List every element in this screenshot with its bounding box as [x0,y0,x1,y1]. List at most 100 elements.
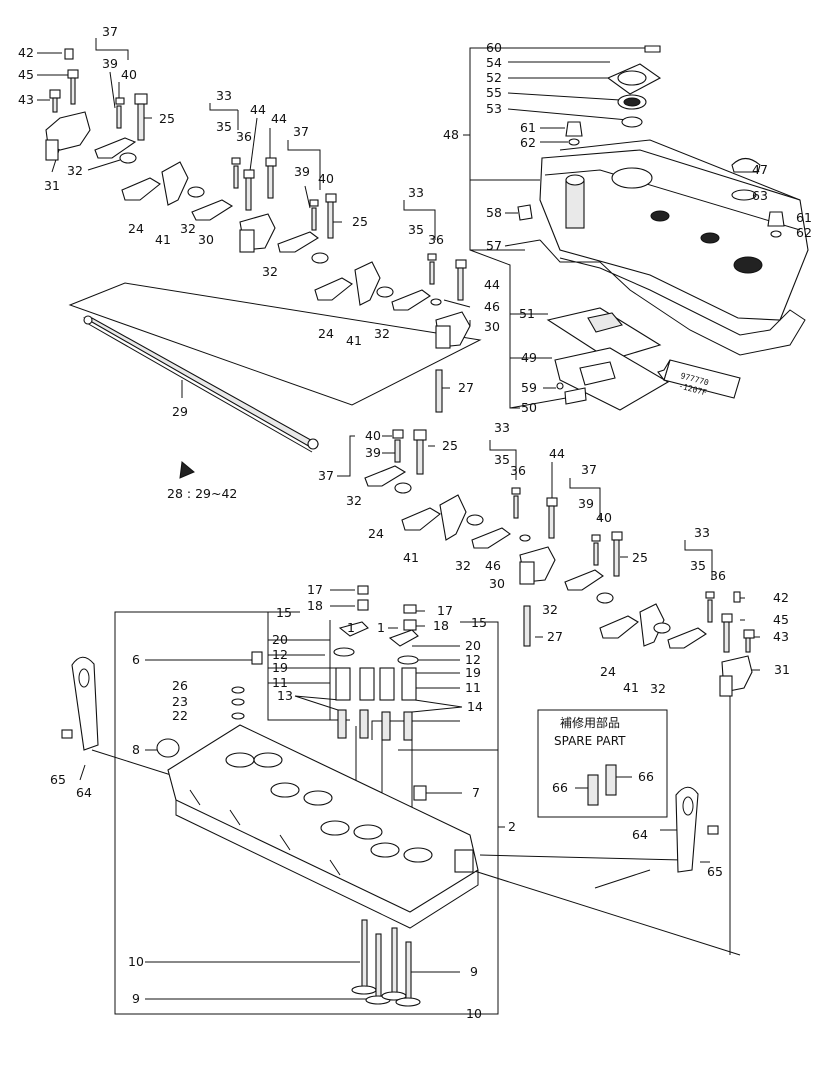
gasket-57 [539,239,806,356]
callout-51: 51 [519,306,535,321]
callout-24-c: 24 [368,526,384,541]
callout-66-b: 66 [638,769,654,784]
bolt-61-right [767,211,785,227]
callout-43-b: 43 [773,629,789,644]
callout-32-e: 32 [346,493,362,508]
callout-64-a: 64 [76,785,92,800]
callout-39-a: 39 [102,56,118,71]
cylinder-head-assembly [156,651,479,929]
callout-49: 49 [521,350,537,365]
callout-19-b: 19 [465,665,481,680]
spare-part-title-en: SPARE PART [554,734,626,748]
callout-41-c: 41 [403,550,419,565]
callout-35-b: 35 [408,222,424,237]
spare-part-box: 補修用部品 SPARE PART [537,709,668,818]
callout-36-b: 36 [428,232,444,247]
callout-37-c: 37 [318,468,334,483]
callout-40-a: 40 [121,67,137,82]
stud-27-b [523,605,531,647]
callout-35-a: 35 [216,119,232,134]
bolt-65-a [61,729,73,739]
callout-10-a: 10 [128,954,144,969]
valve-train [333,585,421,1007]
callout-22: 22 [172,708,188,723]
callout-35-d: 35 [690,558,706,573]
rocker-arm-parts [45,48,755,697]
callout-46-a: 46 [484,299,500,314]
plug-6 [251,651,263,665]
callout-55: 55 [486,85,502,100]
callout-27-b: 27 [547,629,563,644]
callout-53: 53 [486,101,502,116]
callout-27-a: 27 [458,380,474,395]
callout-32-f: 32 [455,558,471,573]
callout-9-b: 9 [470,964,478,979]
callout-7: 7 [472,785,480,800]
callout-24-d: 24 [600,664,616,679]
rocker-shaft [82,317,320,449]
callout-30-c: 30 [489,576,505,591]
callout-32-a: 32 [67,163,83,178]
callout-19-a: 19 [272,660,288,675]
rocker-arm-32-a [94,137,137,159]
callout-37-b: 37 [293,124,309,139]
callout-33-b: 33 [408,185,424,200]
callout-32-h: 32 [650,681,666,696]
callout-44-b: 44 [271,111,287,126]
callout-60: 60 [486,40,502,55]
callout-64-b: 64 [632,827,648,842]
callout-44-c: 44 [484,277,500,292]
callout-15-a: 15 [276,605,292,620]
plug-7 [413,785,427,801]
callout-33-d: 33 [694,525,710,540]
callout-61-b: 61 [796,210,812,225]
callout-1-b: 1 [377,620,385,635]
callout-39-c: 39 [365,445,381,460]
callout-29: 29 [172,404,188,419]
side-port [454,849,474,873]
lifting-bracket-64-b [675,786,699,873]
callout-31-a: 31 [44,178,60,193]
callout-50: 50 [521,400,537,415]
bolt-61-top [565,121,583,137]
callout-14: 14 [467,699,483,714]
callout-20-a: 20 [272,632,288,647]
callout-54: 54 [486,55,502,70]
washer-62-top [568,138,580,146]
callout-37-a: 37 [102,24,118,39]
lifting-brackets [61,656,719,873]
callout-43-a: 43 [18,92,34,107]
callout-45-b: 45 [773,612,789,627]
screw-59 [556,382,564,390]
callout-17-b: 17 [437,603,453,618]
callout-39-d: 39 [578,496,594,511]
callout-17-a: 17 [307,582,323,597]
callout-24-b: 24 [318,326,334,341]
callout-12-a: 12 [272,647,288,662]
callout-12-b: 12 [465,652,481,667]
callout-36-d: 36 [710,568,726,583]
o-ring-63 [731,189,757,201]
callout-25-c: 25 [442,438,458,453]
callout-13: 13 [277,688,293,703]
callout-18-a: 18 [307,598,323,613]
callout-58: 58 [486,205,502,220]
callout-18-b: 18 [433,618,449,633]
callout-37-d: 37 [581,462,597,477]
callout-62-a: 62 [520,135,536,150]
callout-46-b: 46 [485,558,501,573]
sealant-tape: 977770 -1207F [657,359,741,399]
callout-40-b: 40 [318,171,334,186]
callout-25-b: 25 [352,214,368,229]
callout-40-d: 40 [596,510,612,525]
callout-48: 48 [443,127,459,142]
callout-24-a: 24 [128,221,144,236]
valve-guide-a [587,774,599,806]
callout-25-a: 25 [159,111,175,126]
callout-42-a: 42 [18,45,34,60]
callout-36-c: 36 [510,463,526,478]
bolt-65-b [707,825,719,835]
group-note: 28 : 29~42 [167,486,237,501]
callout-23: 23 [172,694,188,709]
